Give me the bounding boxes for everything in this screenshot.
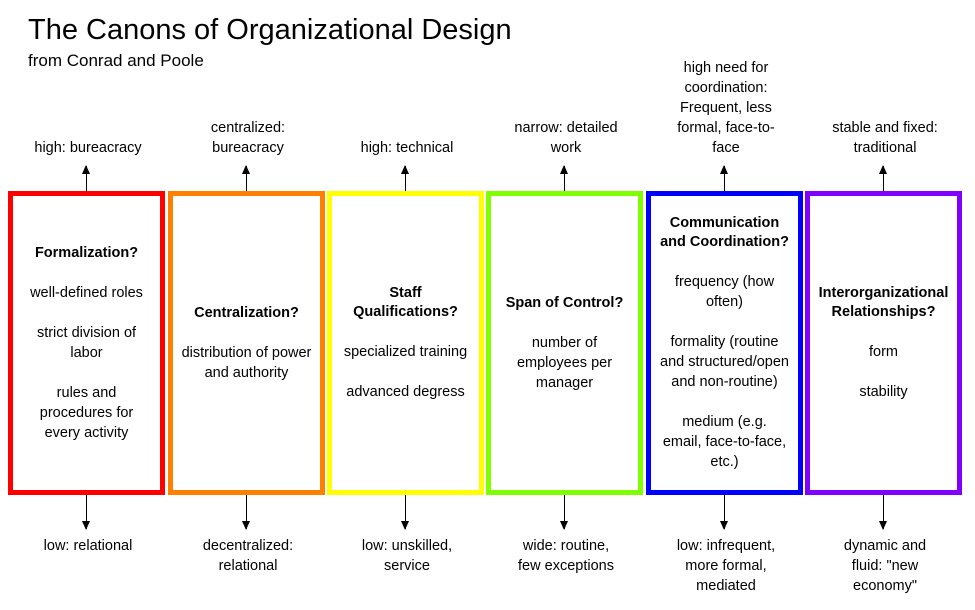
canon-box: Interorganizational Relationships? form st… <box>805 191 962 495</box>
arrow-up-icon <box>879 165 887 191</box>
high-end-label: high: bureacracy <box>34 140 142 156</box>
low-end-label: dynamic and fluid: "new economy" <box>843 538 927 594</box>
low-end-label: wide: routine, few exceptions <box>518 538 614 574</box>
arrow-up-icon <box>560 165 568 191</box>
page-subtitle: from Conrad and Poole <box>28 51 204 70</box>
high-end-label: high need for coordination: Frequent, le… <box>677 60 775 156</box>
column-formalization: high: bureacracy Formalization? well-defi… <box>8 0 168 610</box>
canon-heading: Communication and Coordination? <box>660 215 789 250</box>
canon-box: Formalization? well-defined roles strict d… <box>8 191 165 495</box>
canon-box: Staff Qualifications? specialized trainin… <box>327 191 484 495</box>
canon-item: advanced degress <box>346 384 465 400</box>
canon-item: distribution of power and authority <box>181 344 312 381</box>
canon-item: stability <box>859 384 908 400</box>
low-end-label: decentralized: relational <box>202 538 294 574</box>
canon-box: Centralization? distribution of power and… <box>168 191 325 495</box>
canon-heading: Staff Qualifications? <box>353 285 458 320</box>
arrow-down-icon <box>82 495 90 530</box>
canon-heading: Span of Control? <box>505 294 624 311</box>
canon-item: well-defined roles <box>30 284 143 301</box>
canon-item: form <box>869 344 898 360</box>
low-end-label: low: unskilled, service <box>361 538 453 574</box>
page-title: The Canons of Organizational Design <box>28 14 512 46</box>
column-centralization: centralized: bureacracy Centralization? d… <box>168 0 328 610</box>
arrow-up-icon <box>242 165 250 191</box>
column-communication-coordination: high need for coordination: Frequent, le… <box>646 0 806 610</box>
canon-item: specialized training <box>343 344 468 360</box>
canon-item: formality (routine and structured/open a… <box>660 334 789 390</box>
canon-heading: Formalization? <box>34 244 139 261</box>
canon-heading: Centralization? <box>194 304 299 321</box>
arrow-down-icon <box>242 495 250 530</box>
arrow-down-icon <box>720 495 728 530</box>
canon-box: Span of Control? number of employees per … <box>486 191 643 495</box>
canon-item: rules and procedures for every activity <box>39 384 134 441</box>
low-end-label: low: relational <box>43 538 133 554</box>
high-end-label: narrow: detailed work <box>514 120 618 156</box>
canon-box: Communication and Coordination? frequency… <box>646 191 803 495</box>
high-end-label: centralized: bureacracy <box>210 120 286 156</box>
arrow-down-icon <box>879 495 887 530</box>
arrow-up-icon <box>401 165 409 191</box>
column-staff-qualifications: high: technical Staff Qualifications? spe… <box>327 0 487 610</box>
column-span-of-control: narrow: detailed work Span of Control? nu… <box>486 0 646 610</box>
column-interorganizational-relationships: stable and fixed: traditional Interorgan… <box>805 0 965 610</box>
arrow-up-icon <box>82 165 90 191</box>
canon-item: number of employees per manager <box>516 334 613 391</box>
arrow-down-icon <box>560 495 568 530</box>
arrow-up-icon <box>720 165 728 191</box>
canon-item: frequency (how often) <box>674 274 775 310</box>
canon-item: strict division of labor <box>36 324 137 361</box>
canon-item: medium (e.g. email, face-to-face, etc.) <box>662 414 787 470</box>
high-end-label: high: technical <box>360 140 454 156</box>
canon-heading: Interorganizational Relationships? <box>818 285 949 320</box>
arrow-down-icon <box>401 495 409 530</box>
low-end-label: low: infrequent, more formal, mediated <box>676 538 776 594</box>
high-end-label: stable and fixed: traditional <box>832 120 938 156</box>
